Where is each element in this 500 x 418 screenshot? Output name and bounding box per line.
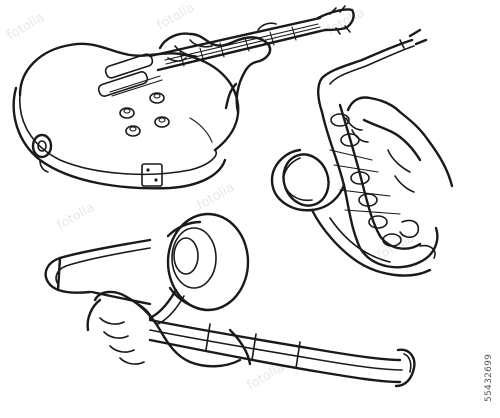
guitar-knobs bbox=[119, 92, 170, 137]
trombone-slide-upper bbox=[44, 238, 152, 294]
sax-keys bbox=[329, 113, 436, 259]
guitar-body-rim bbox=[12, 86, 227, 190]
saxophone bbox=[270, 28, 454, 277]
sax-neck bbox=[317, 38, 414, 114]
guitar-pickup-bridge bbox=[97, 71, 149, 97]
watermark-text: fotolia bbox=[195, 180, 238, 213]
watermark-text: fotolia bbox=[5, 10, 48, 43]
watermark-text: fotolia bbox=[155, 0, 198, 33]
stock-id-label: 55432699 bbox=[484, 353, 494, 402]
trombone-slide-crook bbox=[394, 348, 416, 388]
trombone-slide-lower bbox=[148, 318, 402, 362]
sax-bell bbox=[270, 148, 346, 212]
trombone-hand bbox=[93, 290, 242, 368]
watermark-pattern: fotolia fotolia fotolia fotolia fotolia … bbox=[5, 0, 418, 393]
electric-guitar bbox=[12, 5, 355, 190]
guitar-jack-plate bbox=[141, 163, 163, 187]
trombone-bell bbox=[166, 212, 250, 312]
guitar-output-jack bbox=[31, 133, 53, 159]
trombone bbox=[44, 212, 416, 388]
guitar-headstock bbox=[316, 8, 355, 32]
watermark-text: fotolia bbox=[55, 200, 98, 233]
guitar-fretting-hand bbox=[158, 32, 272, 114]
guitar-pickup-neck bbox=[104, 53, 154, 79]
sax-hand bbox=[346, 96, 454, 188]
